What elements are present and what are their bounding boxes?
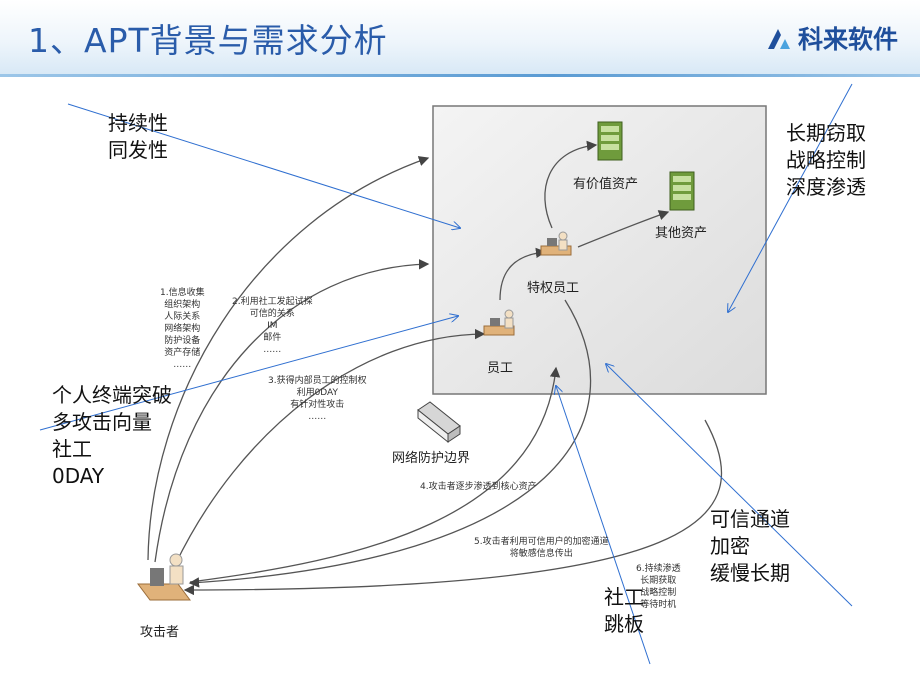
blue-line-long-term xyxy=(728,83,853,312)
blue-line-social xyxy=(556,386,651,665)
annotation-persistence: 持续性同发性 xyxy=(108,111,168,162)
flow-step2 xyxy=(154,259,430,563)
firewall-icon xyxy=(417,401,461,444)
slide-title: 1、APT背景与需求分析 xyxy=(28,21,388,60)
blue-line-persistence xyxy=(67,103,460,228)
label-network-boundary: 网络防护边界 xyxy=(392,451,471,466)
annotation-long-term: 长期窃取战略控制深度渗透 xyxy=(786,121,866,199)
step1-label: 1.信息收集组织架构人际关系网络架构防护设备资产存储…… xyxy=(160,288,205,370)
annotation-social-pivot: 社工跳板 xyxy=(604,585,644,636)
label-other-asset: 其他资产 xyxy=(655,226,708,241)
label-attacker: 攻击者 xyxy=(140,625,180,640)
blue-line-trusted xyxy=(606,364,853,607)
flow-to-valuable-asset xyxy=(544,140,598,229)
brand: 科来软件 xyxy=(764,20,898,56)
flow-step6 xyxy=(183,419,723,596)
slide-header xyxy=(0,0,920,76)
step6-label: 6.持续渗透长期获取战略控制等待时机 xyxy=(636,564,681,610)
label-employee: 员工 xyxy=(487,361,514,376)
brand-name: 科来软件 xyxy=(797,25,898,54)
other-asset-icon xyxy=(669,171,695,211)
annotation-trusted-channel: 可信通道加密缓慢长期 xyxy=(710,507,790,585)
privileged-employee-icon xyxy=(540,231,572,256)
flow-employee-to-privileged xyxy=(499,247,547,301)
flow-step1 xyxy=(147,156,430,561)
flow-step4 xyxy=(189,366,561,583)
label-privileged-employee: 特权员工 xyxy=(527,281,580,296)
flow-to-other-asset xyxy=(577,210,670,248)
employee-icon xyxy=(483,309,515,336)
attacker-icon xyxy=(137,553,191,601)
label-valuable-asset: 有价值资产 xyxy=(573,177,639,192)
step5-label: 5.攻击者利用可信用户的加密通道将敏感信息传出 xyxy=(474,537,609,559)
valuable-asset-icon xyxy=(597,121,623,161)
header-rule xyxy=(0,74,920,77)
flow-step5 xyxy=(188,299,592,588)
flow-step3 xyxy=(174,328,486,566)
blue-line-endpoint xyxy=(39,316,458,431)
step4-label: 4.攻击者逐步渗透到核心资产 xyxy=(420,482,537,492)
brand-logo-icon xyxy=(767,29,790,49)
